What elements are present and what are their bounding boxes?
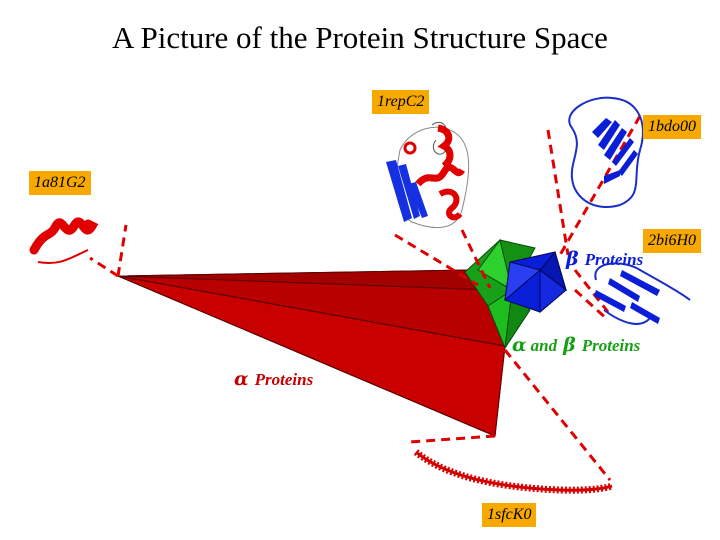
alpha-symbol: α (234, 368, 249, 390)
alpha-polyhedron (117, 269, 506, 437)
beta-symbol-ab: β (563, 334, 576, 356)
label-1a81g2: 1a81G2 (29, 171, 91, 195)
label-1bdo00: 1bdo00 (643, 115, 701, 139)
diagram-title: A Picture of the Protein Structure Space (112, 20, 608, 55)
alpha-beta-proteins-text: Proteins (581, 336, 641, 355)
alpha-proteins-label: α Proteins (234, 368, 313, 390)
and-text: and (530, 336, 558, 355)
helix-1a81-icon (29, 217, 99, 264)
structure-2bi6-icon (594, 262, 691, 325)
structure-1bdo-icon (568, 96, 644, 208)
structure-1rep-icon (386, 121, 470, 229)
label-1repc2: 1repC2 (372, 90, 430, 114)
beta-proteins-text: Proteins (584, 250, 644, 269)
beta-symbol: β (566, 248, 579, 270)
beta-polyhedron (504, 250, 567, 314)
beta-proteins-label: β Proteins (566, 248, 643, 270)
connector-lines (89, 115, 642, 481)
label-2bi6h0: 2bi6H0 (643, 229, 701, 253)
alpha-proteins-text: Proteins (254, 370, 314, 389)
alpha-symbol-ab: α (512, 334, 527, 356)
label-1sfck0: 1sfcK0 (482, 503, 537, 527)
helix-1sfc-icon (413, 449, 614, 494)
